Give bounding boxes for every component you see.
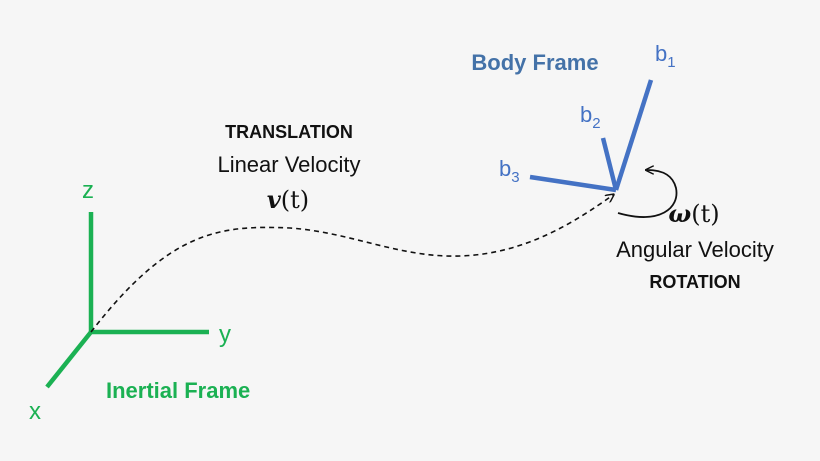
inertial-z-label: z bbox=[82, 177, 94, 204]
body-b2-label: b2 bbox=[580, 102, 601, 132]
body-b3-axis bbox=[529, 174, 617, 193]
inertial-frame-title: Inertial Frame bbox=[106, 378, 250, 403]
angular-velocity-symbol: ω(t) bbox=[668, 199, 719, 228]
translation-heading: TRANSLATION bbox=[225, 122, 353, 142]
body-b3-label: b3 bbox=[499, 156, 520, 186]
rotation-heading: ROTATION bbox=[649, 272, 740, 292]
body-b1-axis bbox=[613, 79, 654, 191]
inertial-x-axis bbox=[45, 330, 93, 389]
trajectory-path bbox=[90, 195, 613, 333]
body-frame-title: Body Frame bbox=[471, 50, 598, 75]
inertial-y-label: y bbox=[219, 321, 231, 348]
body-b1-label: b1 bbox=[655, 41, 676, 71]
rotation-arrow bbox=[617, 170, 678, 218]
inertial-frame-axes bbox=[45, 212, 209, 389]
angular-velocity-label: Angular Velocity bbox=[616, 237, 774, 262]
linear-velocity-label: Linear Velocity bbox=[217, 152, 360, 177]
body-b2-axis bbox=[600, 137, 619, 191]
body-frame-axes bbox=[529, 79, 654, 193]
inertial-x-label: x bbox=[29, 398, 41, 425]
linear-velocity-symbol: v(t) bbox=[267, 185, 309, 214]
